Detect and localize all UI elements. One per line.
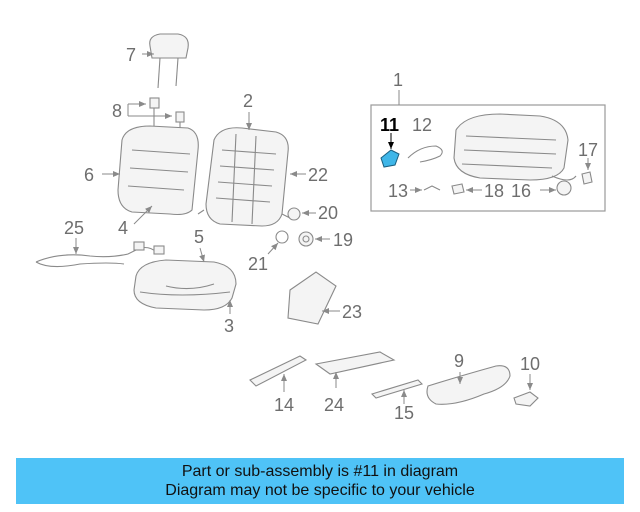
banner-line-1: Part or sub-assembly is #11 in diagram	[181, 463, 459, 480]
part-knob-20[interactable]	[287, 207, 301, 221]
part-trim-14[interactable]	[249, 355, 308, 387]
callout-14: 14	[274, 395, 294, 415]
part-11-highlighted[interactable]	[380, 149, 400, 168]
part-clip-13[interactable]	[423, 185, 441, 191]
callout-22: 22	[308, 165, 328, 185]
part-seatback-frame[interactable]	[197, 127, 291, 227]
callout-9: 9	[454, 351, 464, 371]
callout-11: 11	[380, 115, 399, 135]
callout-6: 6	[84, 165, 94, 185]
callout-13: 13	[388, 181, 408, 201]
part-gear-19[interactable]	[298, 231, 314, 247]
callout-25: 25	[64, 218, 84, 238]
callout-15: 15	[394, 403, 414, 423]
part-knob-16[interactable]	[556, 180, 572, 196]
callout-8: 8	[112, 101, 122, 121]
info-banner: Part or sub-assembly is #11 in diagram D…	[16, 458, 624, 504]
callout-20: 20	[318, 203, 338, 223]
callout-10: 10	[520, 354, 540, 374]
part-rail-15[interactable]	[370, 379, 424, 399]
callout-17: 17	[578, 140, 598, 160]
callout-19: 19	[333, 230, 353, 250]
callout-16: 16	[511, 181, 531, 201]
callout-23: 23	[342, 302, 362, 322]
callout-2: 2	[243, 91, 253, 111]
callout-5: 5	[194, 227, 204, 247]
part-handle-10[interactable]	[513, 391, 539, 407]
part-ring-21[interactable]	[275, 230, 289, 244]
callout-12: 12	[412, 115, 432, 135]
callout-1: 1	[393, 70, 403, 90]
callout-3: 3	[224, 316, 234, 336]
part-wire-harness[interactable]	[35, 241, 165, 268]
callout-18: 18	[484, 181, 504, 201]
part-seat-frame-base[interactable]	[453, 113, 577, 181]
parts-diagram: 7 8 6 4 2 22 20 21	[35, 33, 606, 423]
banner-line-2: Diagram may not be specific to your vehi…	[165, 482, 475, 499]
callout-7: 7	[126, 45, 136, 65]
part-headrest[interactable]	[149, 33, 189, 89]
part-clip-18[interactable]	[451, 183, 465, 195]
part-seatback-cover[interactable]	[117, 125, 199, 216]
part-seat-panel[interactable]	[287, 271, 337, 325]
part-knob-17[interactable]	[581, 171, 593, 185]
callout-21: 21	[248, 254, 268, 274]
part-seat-cushion[interactable]	[133, 259, 237, 311]
part-cable-12[interactable]	[407, 145, 443, 163]
part-board-24[interactable]	[314, 351, 396, 375]
part-side-cover-9[interactable]	[426, 365, 511, 405]
callout-24: 24	[324, 395, 344, 415]
callout-4: 4	[118, 218, 128, 238]
part-adjuster-assembly-box[interactable]	[370, 104, 606, 212]
